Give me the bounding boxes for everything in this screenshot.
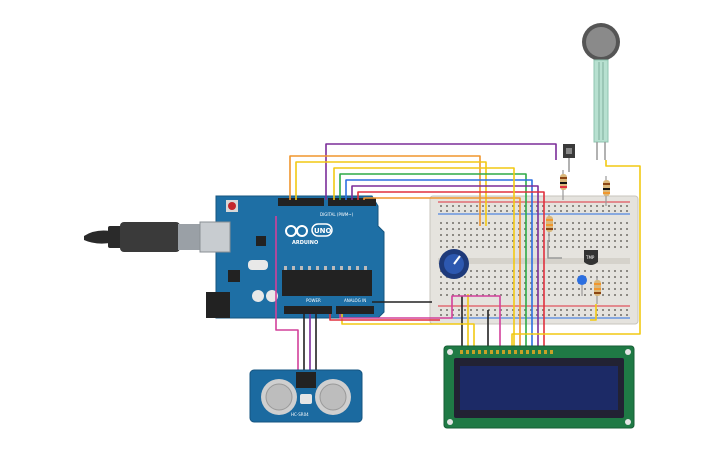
brand-label: ARDUINO — [292, 240, 318, 246]
ultrasonic-sensor[interactable]: HC-SR04 — [249, 369, 363, 423]
power-jack — [206, 292, 230, 318]
temp-sensor-label: TMP — [585, 255, 595, 260]
usb-port — [199, 221, 231, 253]
reset-button[interactable] — [228, 202, 236, 210]
temperature-sensor[interactable]: TMP — [584, 250, 598, 265]
arduino-board[interactable]: DIGITAL (PWM~) UNO ARDUINO POWER ANALOG … — [199, 195, 385, 319]
resistor-4 — [594, 276, 601, 304]
resistor-2 — [603, 176, 610, 206]
push-button[interactable] — [563, 144, 575, 172]
arduino-logo: UNO ARDUINO — [285, 223, 333, 246]
breadboard[interactable] — [429, 195, 639, 325]
power-label: POWER — [306, 298, 321, 303]
potentiometer[interactable] — [439, 249, 469, 279]
uno-label: UNO — [314, 227, 332, 235]
microcontroller-chip — [282, 270, 372, 296]
resistor-1 — [560, 170, 567, 200]
wires — [275, 143, 641, 370]
lcd-display[interactable] — [443, 345, 635, 429]
force-sensor[interactable] — [582, 23, 620, 160]
ultrasonic-label: HC-SR04 — [291, 412, 309, 417]
capacitor — [577, 275, 587, 296]
analog-label: ANALOG IN — [344, 298, 366, 303]
digital-label: DIGITAL (PWM~) — [320, 212, 354, 217]
resistor-3 — [546, 214, 553, 240]
lcd-screen — [460, 366, 618, 410]
